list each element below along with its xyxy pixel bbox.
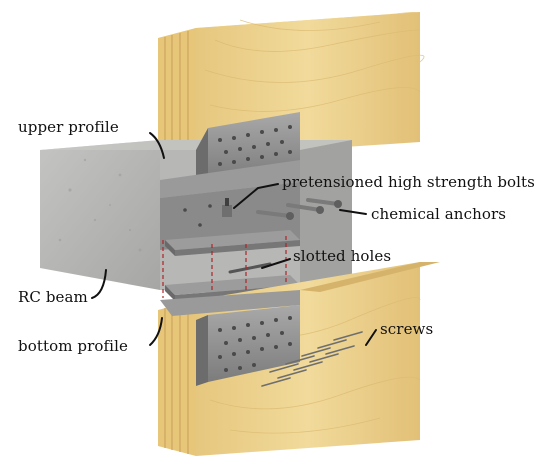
leader-lines (91, 132, 377, 346)
label-chemical-anchors: chemical anchors (371, 205, 507, 223)
label-pretensioned-bolts: pretensioned high strength bolts (282, 173, 535, 191)
leader-anchors (339, 209, 367, 215)
pretensioned-bolts (222, 198, 232, 217)
label-upper-profile: upper profile (18, 118, 119, 136)
leader-bolts (233, 183, 279, 209)
label-screws: screws (380, 320, 434, 338)
screws (261, 331, 363, 387)
leader-slotted-holes (261, 258, 291, 269)
bottom-steel-profile (160, 290, 300, 386)
leader-screws (365, 329, 377, 346)
leader-bottom-profile (149, 317, 163, 346)
chemical-anchors (256, 198, 342, 220)
label-slotted-holes: slotted holes (293, 247, 392, 265)
label-bottom-profile: bottom profile (18, 337, 128, 355)
leader-rc-beam (91, 269, 107, 299)
label-rc-beam: RC beam (18, 288, 88, 306)
leader-upper-profile (149, 132, 165, 159)
